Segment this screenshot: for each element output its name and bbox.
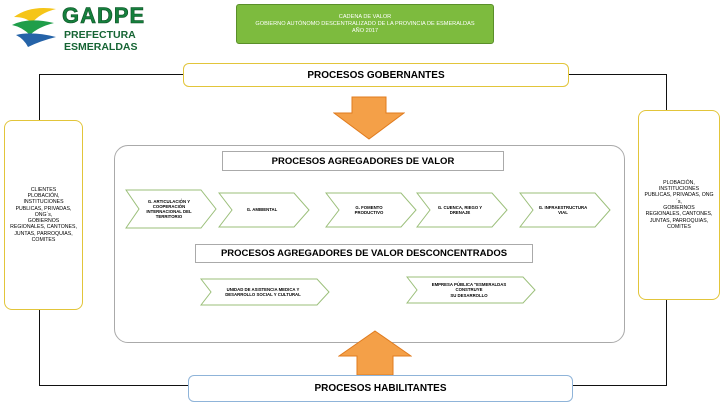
procesos-desconcentrados-box: PROCESOS AGREGADORES DE VALOR DESCONCENT… bbox=[195, 244, 533, 263]
chevron-line: COOPERACIÓN bbox=[152, 203, 186, 209]
left-panel-line: PUBLICAS, PRIVADAS, ONG´s, bbox=[15, 205, 72, 218]
header-line-3: AÑO 2017 bbox=[351, 27, 379, 34]
header-banner: CADENA DE VALOR GOBIERNO AUTÓNOMO DESCEN… bbox=[236, 4, 494, 44]
chevron-shape-icon bbox=[325, 192, 417, 228]
clients-panel-right: PLOBACIÓN, INSTITUCIONES PUBLICAS, PRIVA… bbox=[638, 110, 720, 300]
chevron-articulacion: G. ARTICULACIÓN Y COOPERACIÓN INTERNACIO… bbox=[125, 189, 217, 229]
chevron-fomento-productivo: G. FOMENTO PRODUCTIVO bbox=[325, 192, 417, 228]
chevron-line: G. ARTICULACIÓN Y bbox=[147, 198, 191, 204]
procesos-agregadores-label: PROCESOS AGREGADORES DE VALOR bbox=[271, 155, 455, 167]
left-panel-line: CLIENTES bbox=[30, 186, 57, 193]
left-panel-line: GOBIERNOS bbox=[27, 218, 60, 225]
chevron-line: TERRITORIO bbox=[155, 214, 183, 220]
chevron-line: EMPRESA PÚBLICA "ESMERALDAS CONSTRUYE bbox=[431, 282, 507, 293]
right-panel-line: PLOBACIÓN, INSTITUCIONES bbox=[658, 179, 700, 193]
chevron-shape-icon bbox=[416, 192, 508, 228]
chevron-line: DRENAJE bbox=[449, 210, 471, 215]
chevron-line: G. INFRAESTRUCTURA bbox=[538, 204, 588, 210]
chevron-unidad-asistencia: UNIDAD DE ASISTENCIA MEDICA Y DESARROLLO… bbox=[200, 278, 330, 306]
down-arrow-icon bbox=[333, 96, 405, 140]
logo-title: GADPE bbox=[62, 3, 146, 29]
chevron-line: G. CUENCA, RIEGO Y bbox=[437, 204, 483, 210]
chevron-line: DESARROLLO SOCIAL Y CULTURAL bbox=[225, 292, 301, 297]
chevron-line: PRODUCTIVO bbox=[354, 210, 384, 215]
chevron-line: SU DESARROLLO bbox=[450, 292, 488, 298]
chevron-shape-icon bbox=[125, 189, 217, 229]
gadpe-emblem-icon bbox=[12, 8, 56, 47]
clients-panel-left: CLIENTES PLOBACIÓN, INSTITUCIONES PUBLIC… bbox=[4, 120, 83, 310]
header-line-2: GOBIERNO AUTÓNOMO DESCENTRALIZADO DE LA … bbox=[255, 20, 475, 27]
procesos-habilitantes-label: PROCESOS HABILITANTES bbox=[314, 383, 447, 394]
logo-subtitle: PREFECTURA ESMERALDAS bbox=[64, 29, 138, 53]
chevron-cuenca-riego: G. CUENCA, RIEGO Y DRENAJE bbox=[416, 192, 508, 228]
right-panel-line: REGIONALES, CANTONES, bbox=[645, 211, 713, 218]
chevron-line: VIAL bbox=[558, 210, 568, 215]
gadpe-logo: GADPE PREFECTURA ESMERALDAS bbox=[10, 3, 160, 53]
procesos-agregadores-box: PROCESOS AGREGADORES DE VALOR bbox=[222, 151, 504, 171]
chevron-infraestructura-vial: G. INFRAESTRUCTURA VIAL bbox=[519, 192, 611, 228]
chevron-shape-icon bbox=[406, 276, 536, 304]
chevron-line: INTERNACIONAL DEL bbox=[146, 209, 192, 214]
chevron-line: G. FOMENTO bbox=[355, 204, 383, 210]
chevron-empresa-publica: EMPRESA PÚBLICA "ESMERALDAS CONSTRUYE SU… bbox=[406, 276, 536, 304]
left-panel-line: PLOBACIÓN, INSTITUCIONES bbox=[23, 192, 64, 206]
chevron-shape-icon bbox=[200, 278, 330, 306]
procesos-desconcentrados-label: PROCESOS AGREGADORES DE VALOR DESCONCENT… bbox=[220, 248, 508, 259]
procesos-gobernantes-label: PROCESOS GOBERNANTES bbox=[307, 69, 445, 81]
right-panel-line: PUBLICAS, PRIVADAS, ONG´s, bbox=[644, 192, 714, 205]
chevron-ambiental: G. AMBIENTAL bbox=[218, 192, 310, 228]
header-line-1: CADENA DE VALOR bbox=[338, 13, 392, 20]
right-panel-line: JUNTAS, PARROQUIAS, COMITES bbox=[649, 217, 709, 230]
chevron-shape-icon bbox=[519, 192, 611, 228]
up-arrow-icon bbox=[338, 330, 412, 376]
procesos-gobernantes-box: PROCESOS GOBERNANTES bbox=[183, 63, 569, 87]
chevron-line: G. AMBIENTAL bbox=[246, 207, 278, 213]
right-panel-line: GOBIERNOS bbox=[663, 205, 695, 211]
chevron-shape-icon bbox=[218, 192, 310, 228]
procesos-habilitantes-box: PROCESOS HABILITANTES bbox=[188, 375, 573, 402]
chevron-line: UNIDAD DE ASISTENCIA MEDICA Y bbox=[226, 286, 300, 292]
left-panel-line: JUNTAS, PARROQUIAS, COMITES bbox=[14, 230, 73, 244]
left-panel-line: REGIONALES, CANTONES, bbox=[10, 224, 77, 231]
